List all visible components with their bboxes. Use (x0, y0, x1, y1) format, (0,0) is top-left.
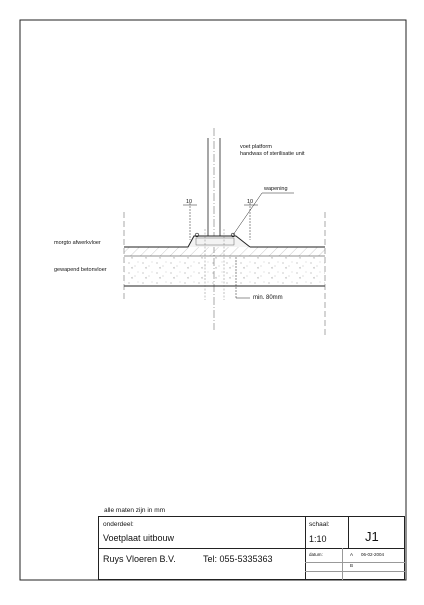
datum-label: datum: (309, 552, 323, 557)
drawing-number: J1 (365, 529, 379, 544)
label-wapening: wapening (263, 186, 288, 192)
foot-plate (187, 235, 251, 248)
title-block: onderdeel: Voetplaat uitbouw schaal: 1:1… (98, 516, 405, 580)
revision-a: A (350, 552, 354, 557)
footer-note: alle maten zijn in mm (104, 507, 166, 514)
label-dim-right: 10 (247, 199, 253, 205)
schaal-label: schaal: (309, 521, 330, 528)
screed-layer (124, 247, 325, 256)
label-min-depth: min. 80mm (253, 295, 283, 301)
revision-a-date: 06-02-2004 (361, 552, 385, 557)
company-tel: Tel: 055-5335363 (203, 554, 273, 564)
label-platform-2: handwas of sterilisatie unit (240, 151, 305, 157)
rebar-left (194, 232, 200, 238)
label-concrete: gewapend betonvloer (54, 267, 107, 273)
concrete-floor (124, 257, 325, 286)
onderdeel-value: Voetplaat uitbouw (103, 533, 175, 543)
rebar-right (230, 232, 236, 238)
company-name: Ruys Vloeren B.V. (103, 554, 176, 564)
sheet-border (19, 19, 407, 581)
label-mortar: morgto afwerkvloer (54, 240, 101, 246)
schaal-value: 1:10 (309, 534, 327, 544)
label-dim-left: 10 (186, 199, 192, 205)
onderdeel-label: onderdeel: (103, 521, 134, 528)
label-platform-1: voet platform (240, 144, 272, 150)
revision-b: B (350, 563, 354, 568)
